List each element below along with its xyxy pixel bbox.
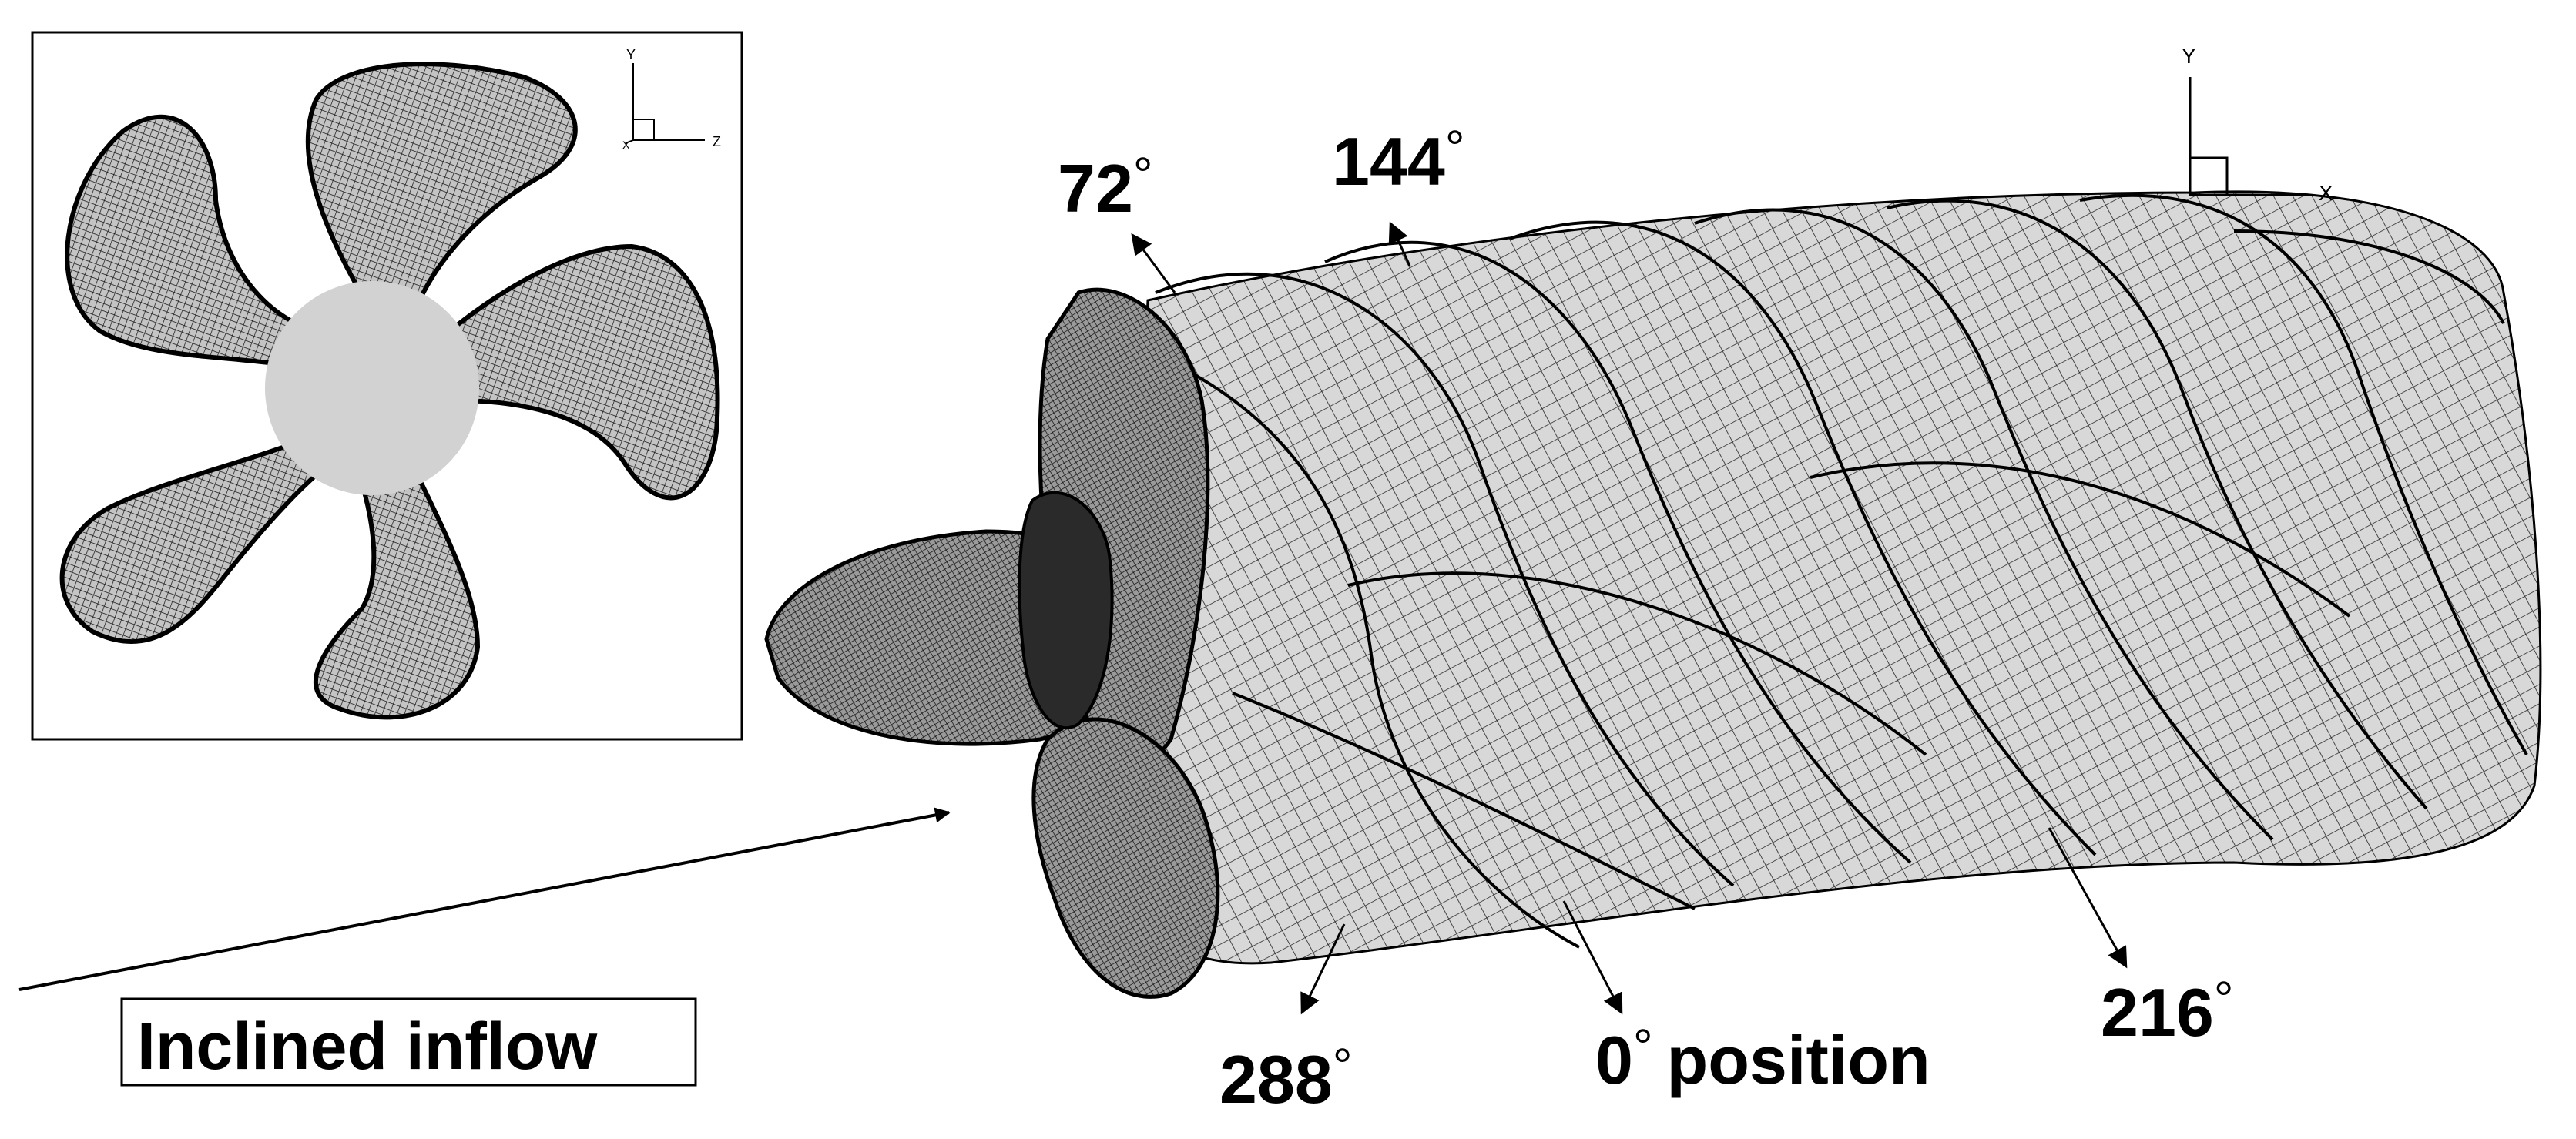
main-axis-x-label: X [2319, 181, 2333, 205]
arrow-216 [2048, 827, 2128, 969]
main-axis-triad [2189, 77, 2311, 196]
label-288: 288° [1219, 1038, 1352, 1117]
inflow-arrow [18, 807, 951, 991]
label-144-value: 144 [1332, 123, 1445, 199]
arrow-288 [1300, 923, 1346, 1015]
blade-4 [59, 427, 334, 644]
blade-lower [1031, 717, 1220, 999]
inset-panel: Y Z X [31, 31, 743, 741]
inset-axis-triad [625, 63, 705, 144]
blade-2 [428, 243, 720, 501]
label-216-value: 216 [2101, 974, 2214, 1050]
label-72-degree: ° [1133, 147, 1153, 203]
main-axis-y-label: Y [2182, 44, 2196, 68]
hub [265, 281, 479, 495]
label-0-value: 0 [1595, 1022, 1633, 1098]
arrow-0 [1562, 900, 1623, 1015]
inset-propeller [59, 62, 720, 720]
label-0-word: position [1667, 1022, 1930, 1098]
arrow-72 [1131, 233, 1176, 293]
wake-helices [1155, 193, 2528, 949]
wake-envelope [1122, 190, 2542, 965]
label-144: 144° [1332, 120, 1464, 199]
label-288-value: 288 [1219, 1041, 1333, 1117]
label-216: 216° [2101, 971, 2233, 1050]
label-144-degree: ° [1445, 120, 1465, 176]
label-288-degree: ° [1333, 1038, 1353, 1094]
blade-middle [1018, 491, 1114, 730]
inset-axis-x-label: X [622, 139, 630, 151]
blade-5 [65, 114, 319, 373]
blade-3 [314, 435, 481, 720]
label-72-value: 72 [1058, 150, 1133, 226]
inflow-label: Inclined inflow [137, 1010, 598, 1084]
inflow-label-box [120, 997, 697, 1087]
label-216-degree: ° [2214, 971, 2234, 1027]
label-72: 72° [1058, 147, 1152, 226]
angle-arrows [1131, 221, 2128, 1015]
inset-axis-z-label: Z [713, 134, 721, 149]
label-0-degree: ° [1633, 1019, 1653, 1074]
inset-axis-y-label: Y [626, 47, 636, 62]
main-view: Y X 72° 144° 216° 288° 0°position Incli [18, 44, 2542, 1117]
blade-1 [305, 62, 578, 310]
label-0-position: 0° position [1595, 1019, 1930, 1098]
arrow-144 [1388, 221, 1411, 266]
